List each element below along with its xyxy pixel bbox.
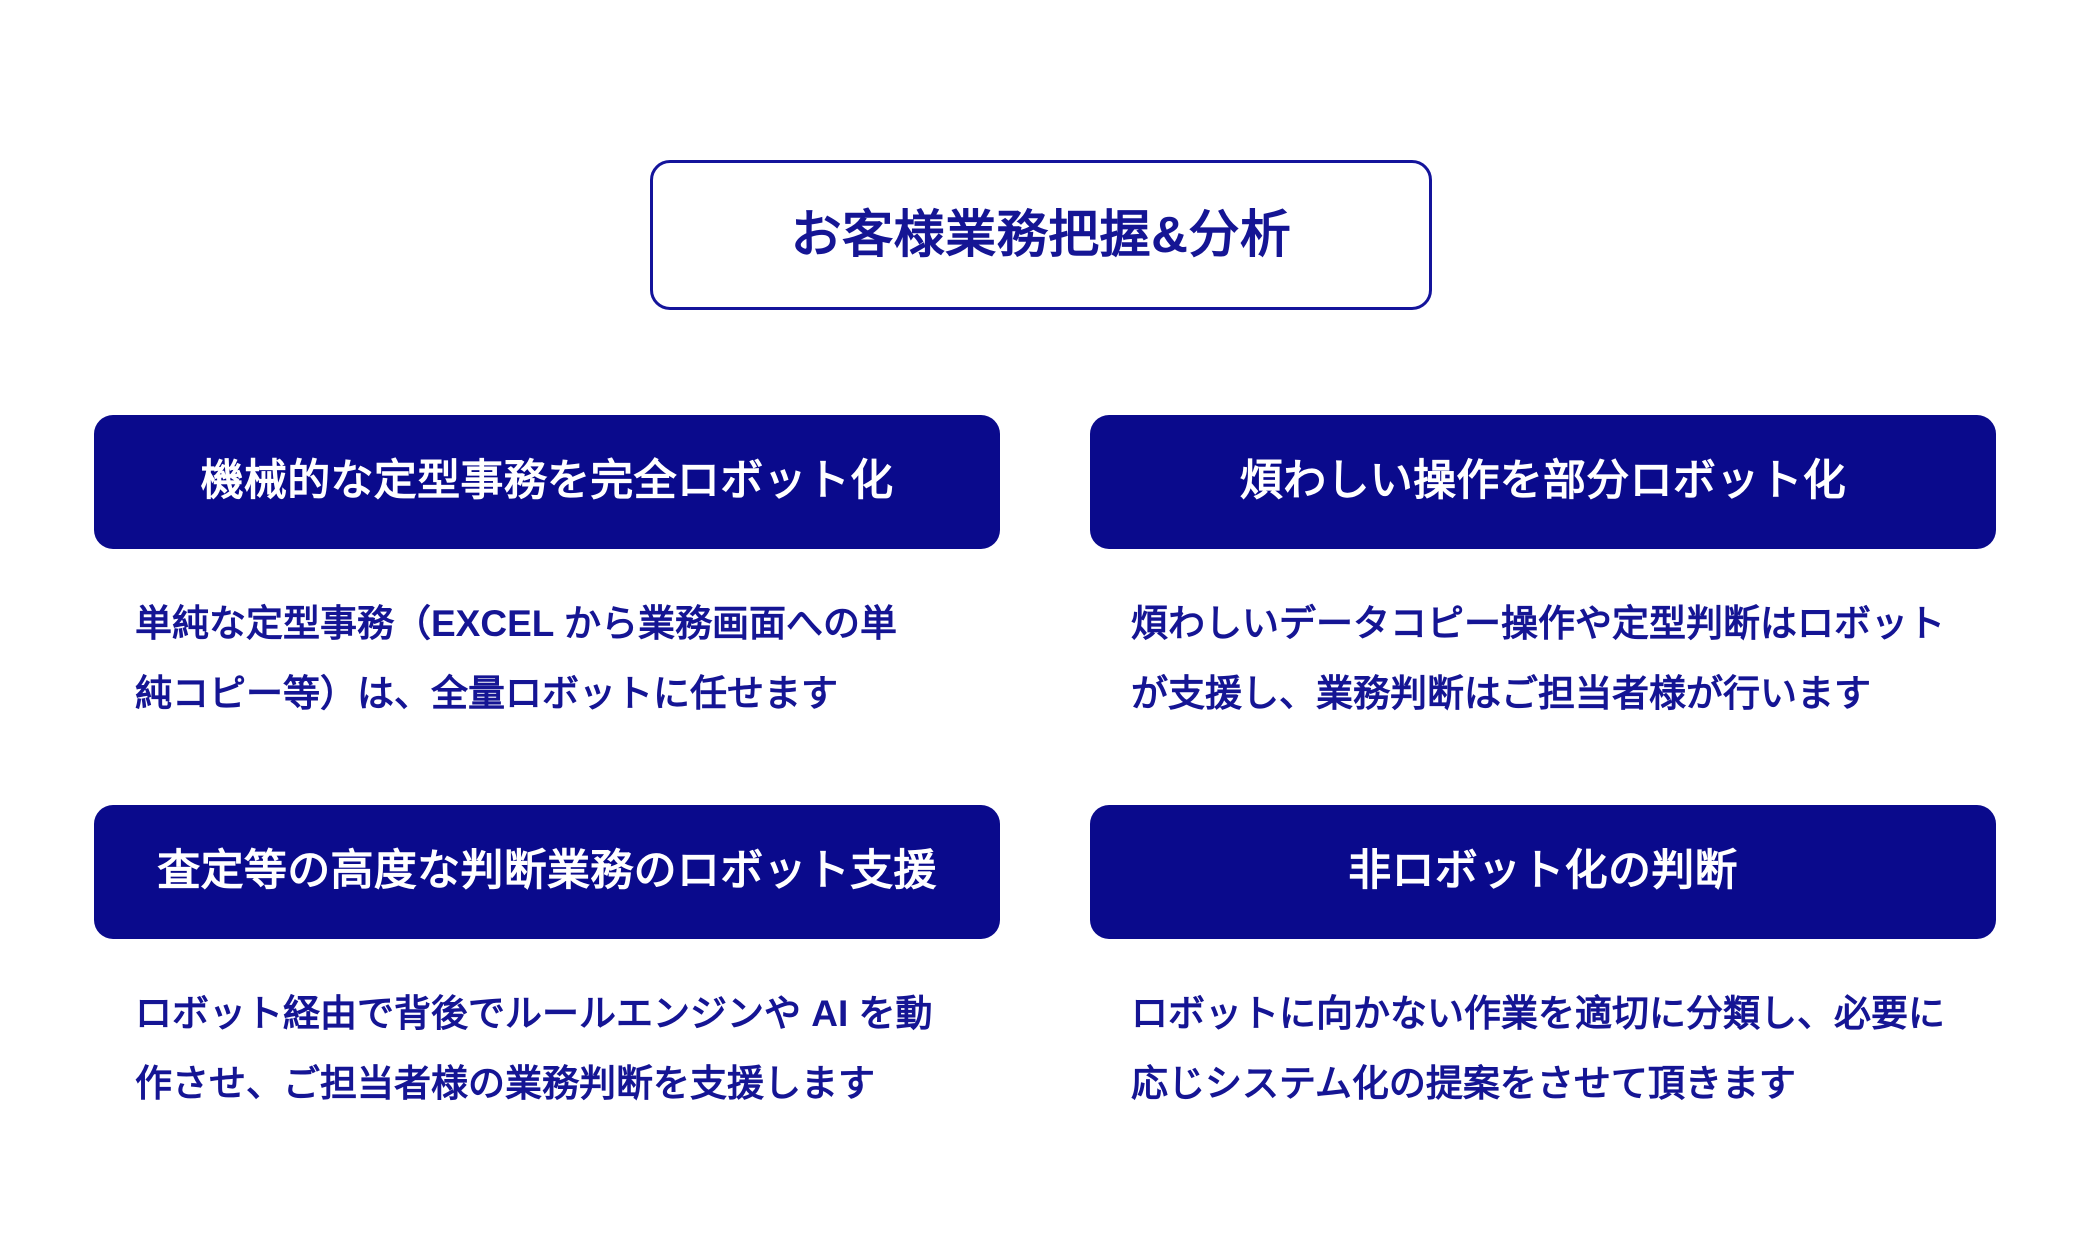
quadrant-header-bar: 機械的な定型事務を完全ロボット化 [94, 415, 1000, 549]
body-line-2: が支援し、業務判断はご担当者様が行います [1131, 673, 1871, 714]
body-line-1: 煩わしいデータコピー操作や定型判断はロボット [1131, 603, 1945, 644]
quadrant-header-label: 機械的な定型事務を完全ロボット化 [200, 457, 894, 506]
body-line-2: 純コピー等）は、全量ロボットに任せます [135, 673, 838, 714]
quadrant-header-label: 非ロボット化の判断 [1348, 847, 1738, 896]
body-line-2: 作させ、ご担当者様の業務判断を支援します [135, 1063, 875, 1104]
body-line-1: ロボット経由で背後でルールエンジンや AI を動 [135, 993, 933, 1034]
body-line-2: 応じシステム化の提案をさせて頂きます [1131, 1063, 1796, 1104]
main-title-box: お客様業務把握&分析 [650, 160, 1432, 310]
quadrant-non-robotization-judgement: 非ロボット化の判断 ロボットに向かない作業を適切に分類し、必要に 応じシステム化… [1090, 805, 1996, 1119]
quadrant-advanced-judgement-support: 査定等の高度な判断業務のロボット支援 ロボット経由で背後でルールエンジンや AI… [94, 805, 1000, 1119]
quadrant-body-text: 単純な定型事務（EXCEL から業務画面への単 純コピー等）は、全量ロボットに任… [135, 589, 975, 729]
quadrant-partial-robotization: 煩わしい操作を部分ロボット化 煩わしいデータコピー操作や定型判断はロボット が支… [1090, 415, 1996, 729]
quadrant-header-bar: 煩わしい操作を部分ロボット化 [1090, 415, 1996, 549]
body-line-1: ロボットに向かない作業を適切に分類し、必要に [1131, 993, 1945, 1034]
main-title-label: お客様業務把握&分析 [790, 205, 1292, 263]
body-line-1: 単純な定型事務（EXCEL から業務画面への単 [135, 603, 897, 644]
quadrant-body-text: 煩わしいデータコピー操作や定型判断はロボット が支援し、業務判断はご担当者様が行… [1131, 589, 1971, 729]
quadrant-header-label: 煩わしい操作を部分ロボット化 [1239, 457, 1847, 506]
quadrant-body-text: ロボットに向かない作業を適切に分類し、必要に 応じシステム化の提案をさせて頂きま… [1131, 979, 1971, 1119]
quadrant-header-label: 査定等の高度な判断業務のロボット支援 [157, 847, 937, 896]
quadrant-body-text: ロボット経由で背後でルールエンジンや AI を動 作させ、ご担当者様の業務判断を… [135, 979, 975, 1119]
quadrant-header-bar: 非ロボット化の判断 [1090, 805, 1996, 939]
quadrant-full-robotization: 機械的な定型事務を完全ロボット化 単純な定型事務（EXCEL から業務画面への単… [94, 415, 1000, 729]
quadrant-header-bar: 査定等の高度な判断業務のロボット支援 [94, 805, 1000, 939]
